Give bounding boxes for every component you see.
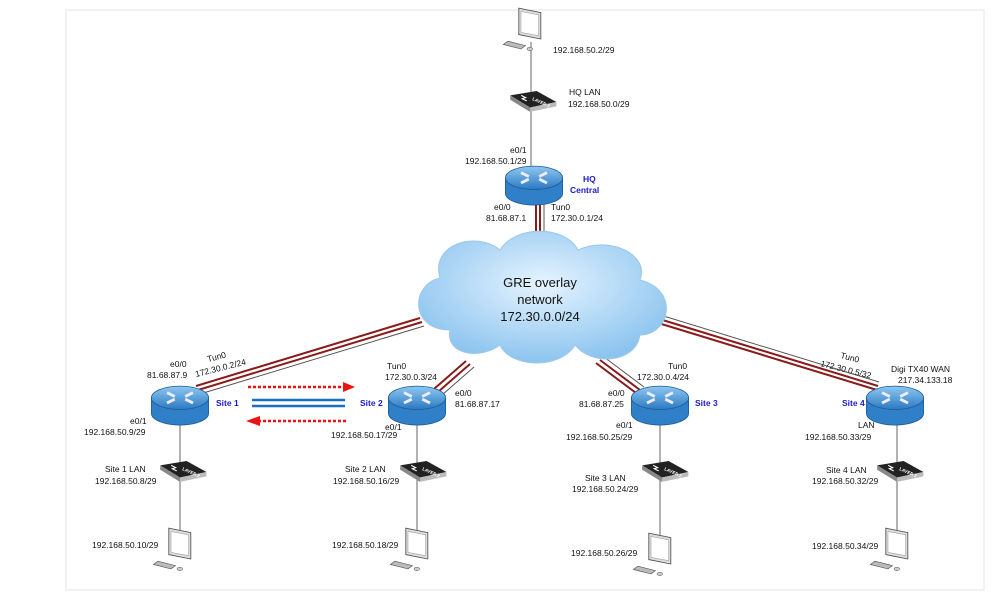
tunnel-site2 (433, 360, 475, 396)
site4-wan-if: Digi TX40 WAN (891, 364, 950, 374)
site1-wan-if: e0/0 (170, 359, 187, 369)
router-icon (864, 384, 926, 427)
site4-pc-ip: 192.168.50.34/29 (812, 541, 878, 551)
site4-wan-ip: 217.34.133.18 (898, 375, 953, 385)
site3-wan-ip: 81.68.87.25 (579, 399, 624, 409)
cloud-subnet: 172.30.0.0/24 (500, 309, 580, 324)
site3-pc[interactable] (632, 532, 672, 576)
pc-icon (502, 7, 542, 51)
gre-tunnels (195, 198, 880, 396)
arrow-left-head (246, 416, 260, 426)
hq-tun-ip: 172.30.0.1/24 (551, 213, 603, 223)
site3-router[interactable] (629, 384, 691, 427)
site1-wan-ip: 81.68.87.9 (147, 370, 187, 380)
site4-tun-if: Tun0 (840, 350, 861, 364)
hq-lan-ip: 192.168.50.1/29 (465, 156, 527, 166)
site3-name: Site 3 (695, 398, 718, 408)
cloud-title-line2: network (517, 292, 563, 307)
site2-name: Site 2 (360, 398, 383, 408)
site2-wan-if: e0/0 (455, 388, 472, 398)
gre-overlay-cloud: GRE overlay network 172.30.0.0/24 (418, 230, 667, 364)
hq-lan-name: HQ LAN (569, 87, 601, 97)
site1-router[interactable] (149, 384, 211, 427)
hq-name-central: Central (570, 185, 599, 195)
site3-lan-subnet: 192.168.50.24/29 (572, 484, 638, 494)
site1-lan-ip: 192.168.50.9/29 (84, 427, 146, 437)
site4-router[interactable] (864, 384, 926, 427)
hq-pc-ip: 192.168.50.2/29 (553, 45, 615, 55)
site4-lan-if: LAN (858, 420, 875, 430)
site1-name: Site 1 (216, 398, 239, 408)
site2-tun-if: Tun0 (387, 361, 406, 371)
router-icon (386, 384, 448, 427)
hq-wan-if: e0/0 (494, 202, 511, 212)
router-icon (149, 384, 211, 427)
site3-pc-ip: 192.168.50.26/29 (571, 548, 637, 558)
arrow-right-head (343, 382, 355, 392)
site1-lan-name: Site 1 LAN (105, 464, 146, 474)
site3-lan-name: Site 3 LAN (585, 473, 626, 483)
site1-lan-if: e0/1 (130, 416, 147, 426)
hq-lan-if: e0/1 (510, 145, 527, 155)
hq-router[interactable] (503, 164, 565, 207)
site3-lan-if: e0/1 (616, 420, 633, 430)
site3-tun-ip: 172.30.0.4/24 (637, 372, 689, 382)
site3-lan-ip: 192.168.50.25/29 (566, 432, 632, 442)
tunnel-site4 (654, 313, 880, 391)
site4-lan-name: Site 4 LAN (826, 465, 867, 475)
cloud-title-line1: GRE overlay (503, 275, 577, 290)
hq-name: HQ (583, 174, 596, 184)
traffic-arrows (246, 382, 355, 426)
site2-router[interactable] (386, 384, 448, 427)
hq-lan-subnet: 192.168.50.0/29 (568, 99, 630, 109)
site2-pc-ip: 192.168.50.18/29 (332, 540, 398, 550)
hq-pc[interactable] (502, 7, 542, 51)
site2-lan-name: Site 2 LAN (345, 464, 386, 474)
tunnel-site3 (595, 356, 645, 394)
pc-icon (152, 527, 192, 571)
site2-wan-ip: 81.68.87.17 (455, 399, 500, 409)
site2-lan-if: e0/1 (385, 422, 402, 432)
router-icon (503, 164, 565, 207)
router-icon (629, 384, 691, 427)
site4-lan-ip: 192.168.50.33/29 (805, 432, 871, 442)
hq-tun-if: Tun0 (551, 202, 570, 212)
site3-wan-if: e0/0 (608, 388, 625, 398)
site1-tun-if: Tun0 (206, 350, 227, 364)
tunnel-site1 (195, 317, 425, 395)
site2-tun-ip: 172.30.0.3/24 (385, 372, 437, 382)
hq-wan-ip: 81.68.87.1 (486, 213, 526, 223)
site4-lan-subnet: 192.168.50.32/29 (812, 476, 878, 486)
pc-icon (632, 532, 672, 576)
site1-pc[interactable] (152, 527, 192, 571)
site1-lan-subnet: 192.168.50.8/29 (95, 476, 157, 486)
site3-tun-if: Tun0 (668, 361, 687, 371)
site2-lan-subnet: 192.168.50.16/29 (333, 476, 399, 486)
site4-name: Site 4 (842, 398, 865, 408)
site2-lan-ip: 192.168.50.17/29 (331, 430, 397, 440)
site1-pc-ip: 192.168.50.10/29 (92, 540, 158, 550)
